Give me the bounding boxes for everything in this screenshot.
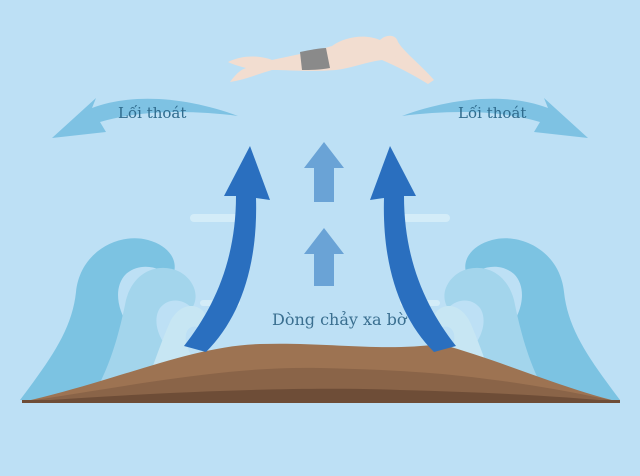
left-current-arrow-icon xyxy=(184,146,270,352)
sandbar xyxy=(22,343,620,403)
rip-current-label: Dòng chảy xa bờ xyxy=(272,310,407,329)
center-up-arrow-icon xyxy=(304,142,344,286)
exit-left-label: Lối thoát xyxy=(118,104,187,122)
exit-right-label: Lối thoát xyxy=(458,104,527,122)
right-exit-arrow-icon xyxy=(402,98,588,138)
swimmer-icon xyxy=(228,35,434,84)
left-exit-arrow-icon xyxy=(52,98,238,138)
right-current-arrow-icon xyxy=(370,146,456,352)
